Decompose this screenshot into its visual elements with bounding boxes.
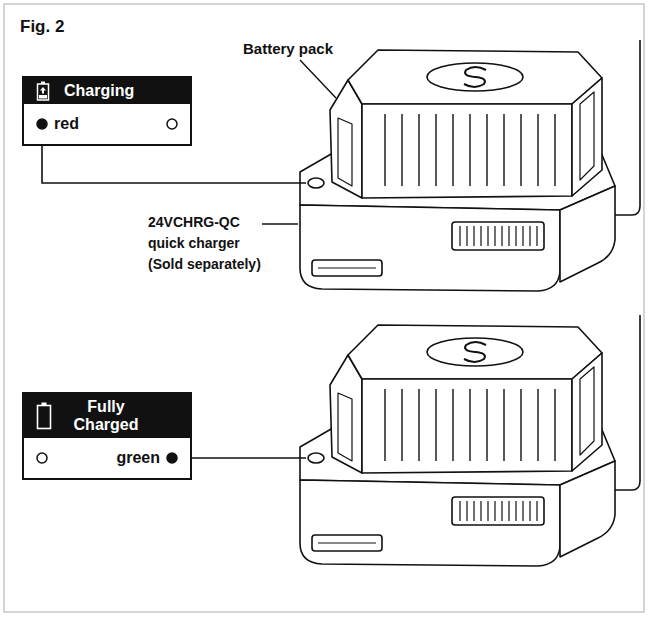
lit-led-dot — [36, 118, 48, 130]
battery-icon — [36, 402, 52, 430]
indicator-header: Charging — [24, 78, 190, 104]
indicator-title: Charging — [64, 82, 134, 100]
battery-icon — [36, 81, 50, 101]
indicator-panel: Charging red — [22, 76, 192, 146]
battery-on-charger — [300, 315, 640, 566]
unlit-led-circle — [36, 452, 48, 464]
leader-line — [262, 223, 298, 225]
indicator-header: Fully Charged — [24, 394, 190, 438]
battery-icon — [36, 81, 50, 101]
figure-title: Fig. 2 — [20, 14, 64, 40]
led-color: green — [116, 449, 160, 467]
led-color: red — [54, 115, 79, 133]
indicator-row: green — [24, 438, 190, 478]
battery-on-charger — [300, 40, 640, 291]
callout-label: 24VCHRG-QC quick charger (Sold separatel… — [148, 212, 274, 275]
figure-border — [4, 4, 644, 612]
indicator-row: red — [24, 104, 190, 144]
battery-icon — [36, 402, 52, 430]
callout-label: Battery pack — [243, 38, 333, 61]
indicator-panel: Fully Charged green — [22, 392, 192, 480]
lit-led-dot — [166, 452, 178, 464]
leader-line — [300, 60, 336, 98]
leader-line — [179, 457, 306, 459]
indicator-title: Fully Charged — [66, 398, 146, 435]
unlit-led-circle — [166, 118, 178, 130]
